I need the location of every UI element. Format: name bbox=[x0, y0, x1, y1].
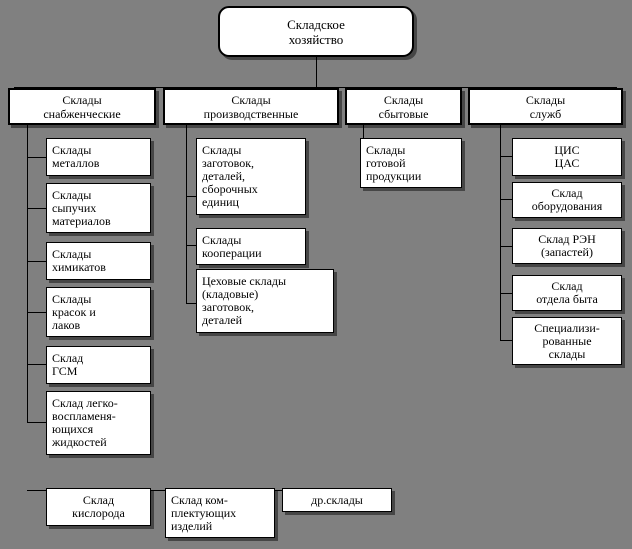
connector-services-spine bbox=[500, 125, 501, 340]
connector-supply-4 bbox=[27, 312, 46, 313]
connector-root-down bbox=[316, 57, 317, 87]
node-services-4: Склад отдела быта bbox=[512, 275, 622, 311]
connector-supply-5 bbox=[27, 364, 46, 365]
connector-supply-3 bbox=[27, 261, 46, 262]
node-supply-1: Склады металлов bbox=[46, 138, 151, 176]
node-supply-3: Склады химикатов bbox=[46, 242, 151, 280]
node-services-3: Склад РЭН (запастей) bbox=[512, 228, 622, 264]
connector-supply-spine bbox=[27, 125, 28, 422]
connector-production-1 bbox=[186, 196, 196, 197]
connector-production-spine bbox=[186, 125, 187, 303]
node-level2-production: Склады производственные bbox=[163, 88, 339, 125]
node-bottom-2: Склад ком- плектующих изделий bbox=[165, 488, 275, 538]
connector-supply-6 bbox=[27, 422, 46, 423]
node-production-3: Цеховые склады (кладовые) заготовок, дет… bbox=[196, 269, 334, 333]
node-supply-4: Склады красок и лаков bbox=[46, 287, 151, 337]
node-root: Складское хозяйство bbox=[218, 6, 414, 57]
connector-level2-bus bbox=[14, 87, 617, 88]
connector-production-2 bbox=[186, 245, 196, 246]
connector-supply-1 bbox=[27, 157, 46, 158]
node-production-2: Склады кооперации bbox=[196, 228, 306, 265]
node-services-5: Специализи- рованные склады bbox=[512, 317, 622, 365]
node-services-1: ЦИС ЦАС bbox=[512, 138, 622, 176]
node-sales-1: Склады готовой продукции bbox=[360, 138, 462, 188]
node-services-2: Склад оборудования bbox=[512, 182, 622, 218]
connector-production-3 bbox=[186, 303, 196, 304]
connector-services-1 bbox=[500, 156, 512, 157]
node-supply-2: Склады сыпучих материалов bbox=[46, 183, 151, 233]
connector-services-4 bbox=[500, 293, 512, 294]
node-supply-6: Склад легко- воспламеня- ющихся жидкосте… bbox=[46, 391, 151, 455]
node-supply-5: Склад ГСМ bbox=[46, 346, 151, 384]
node-level2-supply: Склады снабженческие bbox=[8, 88, 156, 125]
connector-supply-2 bbox=[27, 208, 46, 209]
connector-services-5 bbox=[500, 340, 512, 341]
node-level2-services: Склады служб bbox=[468, 88, 623, 125]
connector-services-2 bbox=[500, 199, 512, 200]
connector-services-3 bbox=[500, 246, 512, 247]
node-bottom-3: др.склады bbox=[282, 488, 392, 512]
node-level2-sales: Склады сбытовые bbox=[345, 88, 462, 125]
node-bottom-1: Склад кислорода bbox=[46, 488, 151, 526]
node-production-1: Склады заготовок, деталей, сборочных еди… bbox=[196, 138, 306, 215]
